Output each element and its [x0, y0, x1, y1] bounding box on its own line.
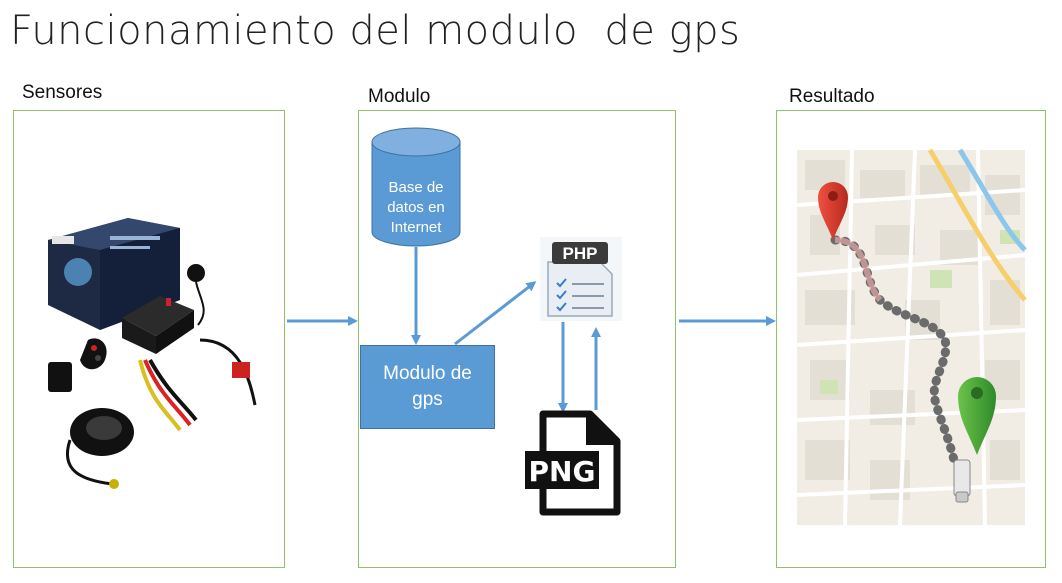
database-label-line3: Internet: [390, 219, 442, 236]
route-map-image: [796, 148, 1027, 526]
php-icon-label: PHP: [563, 244, 598, 263]
database-label-line2: datos en: [387, 199, 445, 216]
php-document-icon: PHP: [540, 237, 622, 321]
label-resultado: Resultado: [789, 86, 875, 107]
database-label-line1: Base de: [388, 179, 444, 196]
database-cylinder: [371, 127, 461, 247]
database-label: Base de datos en Internet: [371, 178, 461, 238]
gps-module-line1: Modulo de: [383, 363, 472, 384]
label-sensores: Sensores: [22, 82, 103, 103]
arrow-gps-to-php: [454, 281, 537, 346]
page-title: Funcionamiento del modulo de gps: [10, 8, 741, 54]
gps-module-line2: gps: [412, 389, 443, 410]
png-file-icon: PNG: [525, 410, 621, 516]
label-modulo: Modulo: [368, 86, 431, 107]
png-icon-label: PNG: [529, 455, 596, 488]
gps-module-box: Modulo de gps: [360, 345, 495, 429]
gps-tracker-kit-image: [48, 218, 257, 489]
